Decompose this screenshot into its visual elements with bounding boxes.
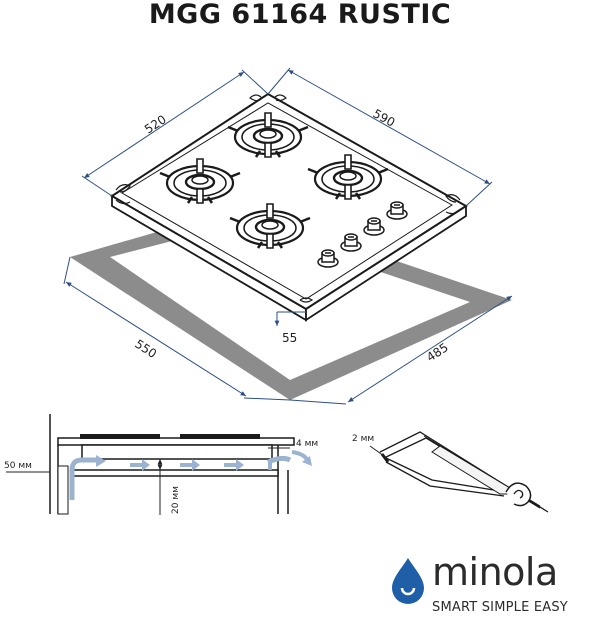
dim-20mm: 20 мм bbox=[171, 486, 181, 514]
seal-detail bbox=[369, 431, 549, 513]
dim-520: 520 bbox=[142, 112, 169, 136]
dim-2mm: 2 мм bbox=[352, 434, 374, 444]
dimension-lines bbox=[63, 67, 513, 405]
product-title: MGG 61164 RUSTIC bbox=[148, 0, 452, 30]
dim-485: 485 bbox=[424, 340, 451, 364]
dim-590: 590 bbox=[371, 106, 398, 129]
dim-50mm: 50 мм bbox=[4, 461, 32, 471]
dim-55: 55 bbox=[282, 331, 297, 345]
brand-name: minola bbox=[432, 550, 558, 594]
side-section bbox=[6, 414, 312, 515]
dim-550: 550 bbox=[132, 337, 159, 361]
minola-logo-icon bbox=[392, 558, 424, 604]
dim-4mm: 4 мм bbox=[296, 439, 318, 449]
brand-tagline: SMART SIMPLE EASY bbox=[432, 600, 568, 615]
